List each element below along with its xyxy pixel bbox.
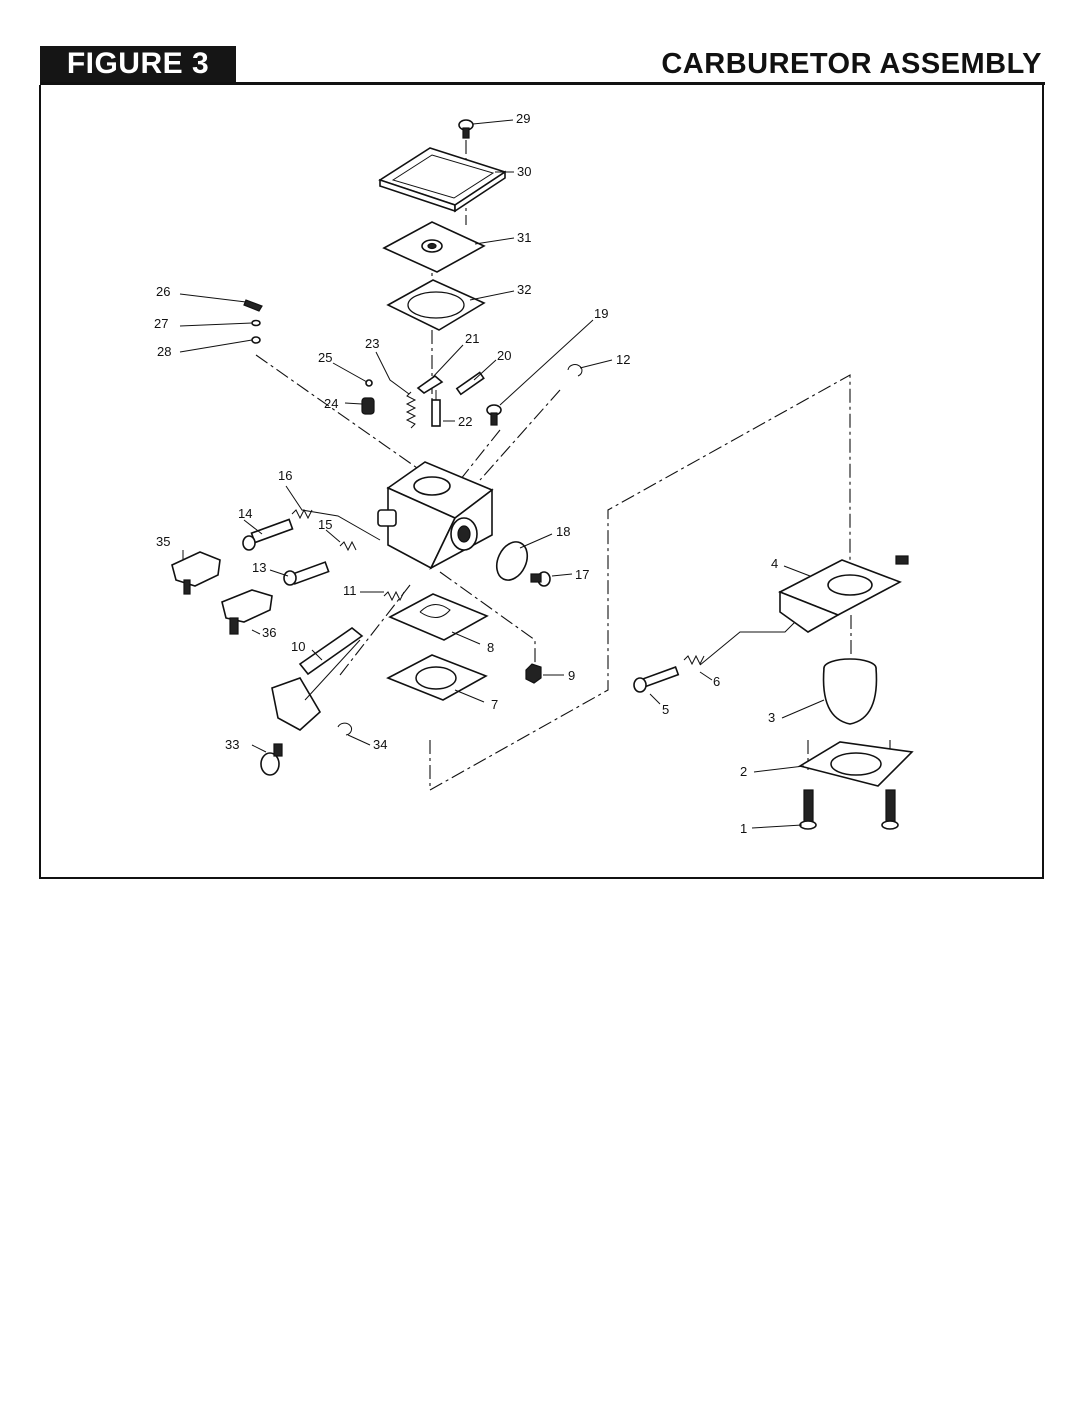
part-14-adjust-screw — [242, 518, 294, 551]
part-7-gasket — [386, 654, 488, 701]
callout-18: 18 — [556, 524, 570, 539]
part-21-lever — [416, 374, 444, 394]
callout-labels: 29 30 31 32 26 27 28 19 23 21 20 25 12 2… — [154, 111, 778, 836]
callout-36: 36 — [262, 625, 276, 640]
callout-8: 8 — [487, 640, 494, 655]
callout-3: 3 — [768, 710, 775, 725]
callout-23: 23 — [365, 336, 379, 351]
callout-20: 20 — [497, 348, 511, 363]
part-9-nut — [525, 663, 542, 684]
callout-11: 11 — [343, 583, 357, 598]
callout-28: 28 — [157, 344, 171, 359]
part-29-screw — [458, 119, 474, 139]
diagram-frame — [39, 85, 1044, 879]
callout-17: 17 — [575, 567, 589, 582]
callout-7: 7 — [491, 697, 498, 712]
callout-25: 25 — [318, 350, 332, 365]
part-25-washer — [365, 379, 373, 387]
callout-32: 32 — [517, 282, 531, 297]
part-27-clip — [251, 319, 261, 327]
callout-5: 5 — [662, 702, 669, 717]
callout-19: 19 — [594, 306, 608, 321]
part-20-pin — [455, 371, 485, 396]
part-33-knob — [260, 743, 283, 776]
figure-number-badge: FIGURE 3 — [40, 46, 236, 82]
part-15-spring — [339, 540, 357, 552]
callout-22: 22 — [458, 414, 472, 429]
part-26-pin — [243, 299, 263, 312]
callout-12: 12 — [616, 352, 630, 367]
part-1-screws — [799, 789, 899, 830]
part-16-spring — [291, 508, 313, 520]
part-35-knob — [171, 551, 221, 595]
part-8-gasket — [388, 593, 489, 641]
assembly-lines — [255, 140, 891, 791]
part-12-clip — [567, 364, 583, 377]
callout-14: 14 — [238, 506, 252, 521]
callout-9: 9 — [568, 668, 575, 683]
part-31-diaphragm — [382, 221, 486, 273]
callout-15: 15 — [318, 517, 332, 532]
callout-13: 13 — [252, 560, 266, 575]
header-rule — [40, 82, 1045, 85]
callout-leaders — [179, 119, 825, 829]
callout-30: 30 — [517, 164, 531, 179]
part-24-plug — [361, 397, 375, 415]
part-23-spring — [405, 391, 417, 429]
part-11-spring — [383, 590, 405, 602]
callout-26: 26 — [156, 284, 170, 299]
callout-2: 2 — [740, 764, 747, 779]
callout-33: 33 — [225, 737, 239, 752]
part-6-spring — [683, 654, 705, 666]
callout-31: 31 — [517, 230, 531, 245]
figure-title: CARBURETOR ASSEMBLY — [661, 48, 1042, 80]
callout-1: 1 — [740, 821, 747, 836]
part-22-needle — [431, 390, 441, 427]
part-34-clip — [337, 722, 352, 736]
part-19-screw — [486, 404, 502, 426]
carburetor-body — [377, 461, 494, 570]
part-17-screw — [530, 571, 551, 587]
callout-16: 16 — [278, 468, 292, 483]
part-18-disc — [495, 541, 529, 581]
callout-10: 10 — [291, 639, 305, 654]
callout-4: 4 — [771, 556, 778, 571]
part-10-throttle-lever — [271, 627, 364, 731]
callout-21: 21 — [465, 331, 479, 346]
part-3-primer-bulb — [822, 658, 878, 725]
part-32-gasket — [386, 279, 486, 331]
part-4-pump-body — [778, 555, 909, 633]
part-2-gasket — [797, 741, 914, 787]
callout-24: 24 — [324, 396, 338, 411]
part-5-screw — [633, 666, 680, 693]
callout-6: 6 — [713, 674, 720, 689]
part-36-knob — [221, 589, 273, 635]
callout-35: 35 — [156, 534, 170, 549]
part-13-adjust-screw — [283, 561, 330, 586]
callout-34: 34 — [373, 737, 387, 752]
part-30-pump-cover — [378, 147, 507, 213]
callout-27: 27 — [154, 316, 168, 331]
callout-29: 29 — [516, 111, 530, 126]
part-28-ball — [251, 336, 261, 344]
